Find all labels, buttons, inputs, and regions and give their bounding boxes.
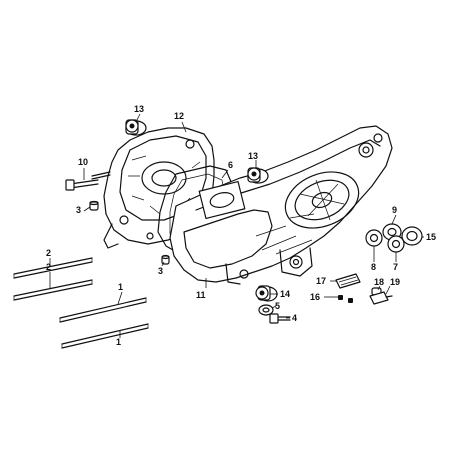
callout-9: 9	[392, 205, 397, 215]
callout-7: 7	[393, 262, 398, 272]
bolt-10	[65, 171, 111, 191]
callout-17: 17	[316, 276, 326, 286]
callout-3-lower: 3	[158, 266, 163, 276]
right-crankcase-half	[169, 125, 393, 285]
stud-2-lower	[13, 279, 93, 301]
stud-1-lower	[61, 323, 149, 349]
callout-11: 11	[196, 290, 206, 300]
stud-2-upper	[13, 257, 93, 279]
callout-labels: 13 12 10 6 13 3 9 15 2 2 3 8 7 17 11 14 …	[46, 104, 436, 347]
callout-12: 12	[174, 111, 184, 121]
bushing-14	[255, 285, 278, 302]
stud-1-upper	[59, 297, 147, 323]
dowel-3-top	[89, 200, 99, 211]
callout-2-lower: 2	[46, 262, 51, 272]
callout-5: 5	[275, 301, 280, 311]
bushing-13-top	[125, 119, 147, 136]
callout-15: 15	[426, 232, 436, 242]
leader-lines	[49, 113, 424, 338]
dowel-3-lower	[161, 254, 170, 265]
bearing-7	[387, 235, 405, 253]
callout-8: 8	[371, 262, 376, 272]
callout-13-mid: 13	[248, 151, 258, 161]
bearing-8	[365, 229, 383, 247]
callout-18: 18	[374, 277, 384, 287]
callout-14: 14	[280, 289, 290, 299]
bracket-17	[335, 273, 361, 289]
callout-13-top: 13	[134, 104, 144, 114]
bolt-4	[269, 313, 291, 324]
callout-6: 6	[228, 160, 233, 170]
drain-bolt-19	[369, 291, 393, 305]
callout-19: 19	[390, 277, 400, 287]
callout-1-lower: 1	[116, 337, 121, 347]
callout-10: 10	[78, 157, 88, 167]
bushing-13-mid	[247, 167, 269, 184]
callout-16: 16	[310, 292, 320, 302]
bearing-15	[401, 226, 423, 246]
callout-4: 4	[292, 313, 297, 323]
washer-5	[258, 304, 274, 316]
callout-3-top: 3	[76, 205, 81, 215]
screw-16	[338, 295, 353, 303]
callout-1-upper: 1	[118, 282, 123, 292]
callout-2-upper: 2	[46, 248, 51, 258]
